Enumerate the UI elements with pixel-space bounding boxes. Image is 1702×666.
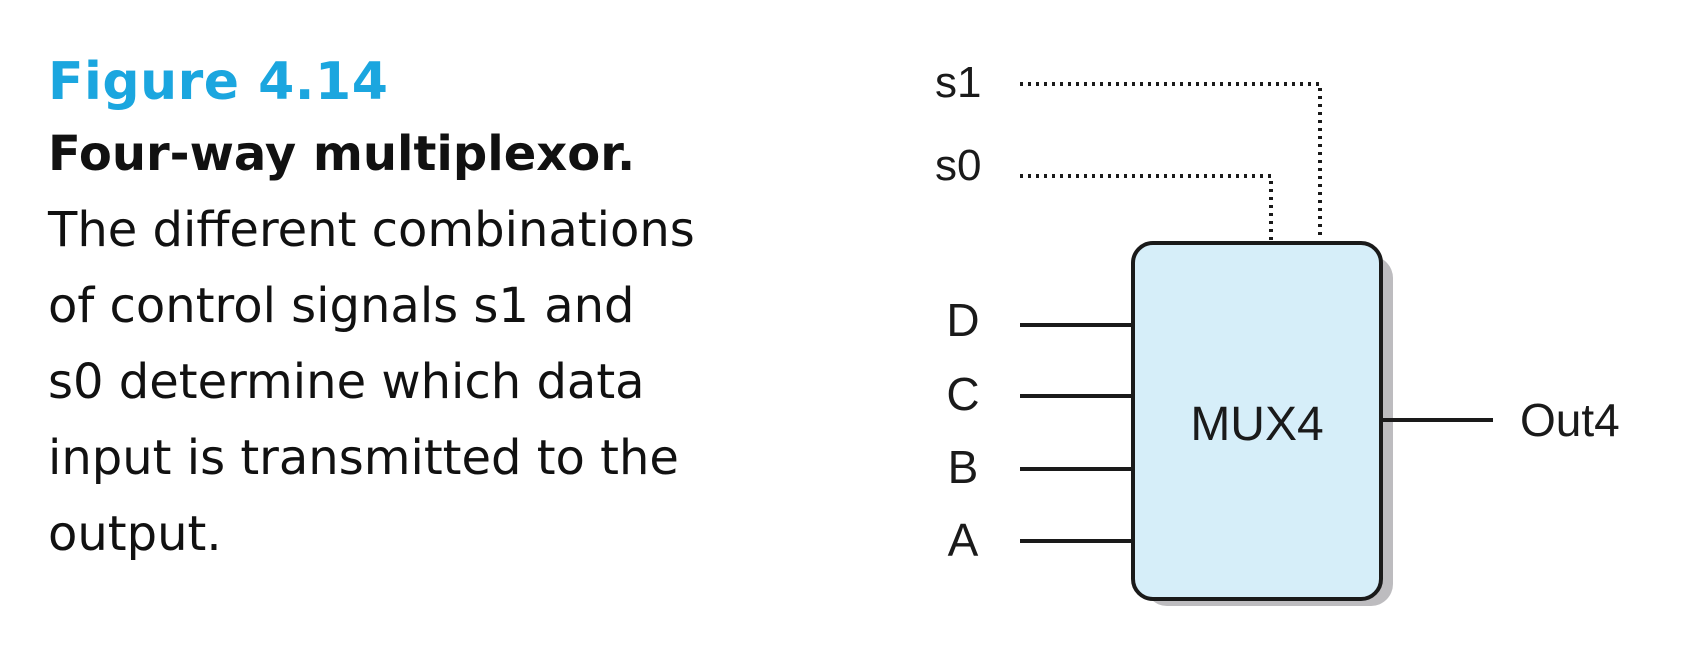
figure-caption: Figure 4.14 Four-way multiplexor. The di…	[48, 48, 808, 572]
control-wire-s1	[1020, 82, 1322, 240]
description-line: s0 determine which data	[48, 354, 645, 410]
output-label: Out4	[1520, 394, 1620, 446]
figure-title: Four-way multiplexor.	[48, 126, 636, 182]
description-line: of control signals s1 and	[48, 278, 635, 334]
mux-block-label: MUX4	[1190, 398, 1323, 451]
input-label-a: A	[948, 514, 979, 566]
input-label-c: C	[946, 368, 979, 420]
control-label-s0: s0	[935, 141, 981, 190]
figure-number: Figure 4.14	[48, 52, 389, 112]
figure-description: The different combinations of control si…	[48, 192, 808, 572]
description-line: output.	[48, 506, 222, 562]
control-label-s1: s1	[935, 58, 981, 107]
input-label-b: B	[948, 441, 979, 493]
description-line: The different combinations	[48, 202, 695, 258]
description-line: input is transmitted to the	[48, 430, 679, 486]
input-label-d: D	[946, 294, 979, 346]
control-wire-s0	[1020, 174, 1273, 240]
